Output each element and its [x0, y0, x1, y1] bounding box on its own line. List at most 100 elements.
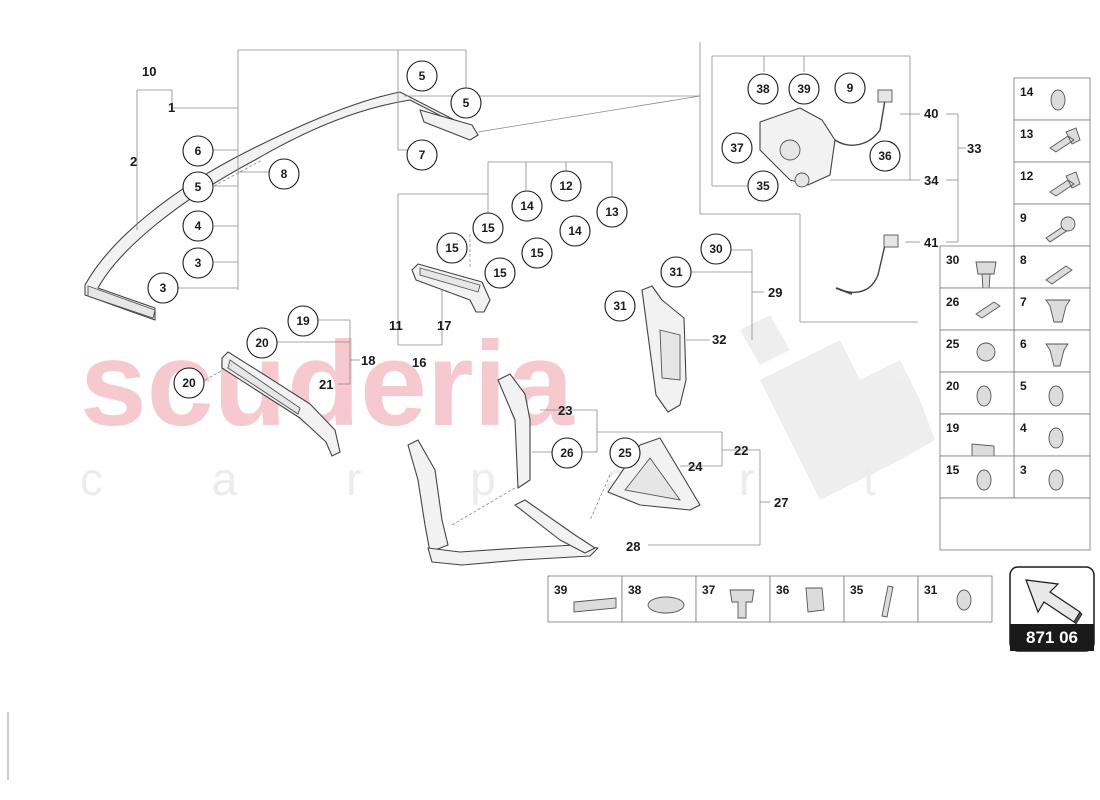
callout-31[interactable]: 31: [604, 290, 636, 322]
svg-text:8: 8: [1020, 253, 1027, 267]
svg-text:8: 8: [281, 167, 288, 181]
bolt-icon: [1045, 343, 1069, 367]
fastener-cell[interactable]: 38: [621, 575, 697, 623]
callout-6[interactable]: 6: [182, 135, 214, 167]
fastener-cell[interactable]: 14: [1013, 77, 1091, 121]
fastener-cell[interactable]: 9: [1013, 203, 1091, 247]
pin-icon: [729, 589, 755, 619]
svg-text:12: 12: [1020, 169, 1034, 183]
callout-20[interactable]: 20: [173, 367, 205, 399]
diagram-number-badge[interactable]: 871 06: [1009, 566, 1095, 652]
fastener-cell[interactable]: 13: [1013, 119, 1091, 163]
part-label-34: 34: [924, 173, 939, 188]
svg-text:19: 19: [296, 314, 310, 328]
svg-text:31: 31: [613, 299, 627, 313]
callout-4[interactable]: 4: [182, 210, 214, 242]
callout-36[interactable]: 36: [869, 140, 901, 172]
fastener-cell[interactable]: 39: [547, 575, 623, 623]
callout-5[interactable]: 5: [406, 60, 438, 92]
callout-15[interactable]: 15: [472, 212, 504, 244]
screw-icon: [975, 301, 1001, 319]
callout-30[interactable]: 30: [700, 233, 732, 265]
callout-31[interactable]: 31: [660, 256, 692, 288]
svg-text:31: 31: [924, 583, 938, 597]
motor-assembly-group: 40 33 34 41: [699, 55, 981, 323]
callout-8[interactable]: 8: [268, 158, 300, 190]
fastener-cell[interactable]: 7: [1013, 287, 1091, 331]
svg-text:36: 36: [776, 583, 790, 597]
callout-3[interactable]: 3: [182, 247, 214, 279]
callout-20[interactable]: 20: [246, 327, 278, 359]
frame-bottom-part: [427, 544, 599, 566]
rail-end-piece: [419, 109, 479, 141]
callout-9[interactable]: 9: [834, 72, 866, 104]
fastener-cell[interactable]: 26: [939, 287, 1015, 331]
callout-7[interactable]: 7: [406, 139, 438, 171]
callout-14[interactable]: 14: [559, 215, 591, 247]
callout-25[interactable]: 25: [609, 437, 641, 469]
callout-13[interactable]: 13: [596, 196, 628, 228]
fastener-cell[interactable]: 3: [1013, 455, 1091, 499]
callout-39[interactable]: 39: [788, 73, 820, 105]
fastener-cell[interactable]: 25: [939, 329, 1015, 373]
fastener-cell[interactable]: 36: [769, 575, 845, 623]
svg-text:35: 35: [756, 179, 770, 193]
callout-38[interactable]: 38: [747, 73, 779, 105]
fastener-cell[interactable]: 31: [917, 575, 993, 623]
part-label-21: 21: [319, 377, 333, 392]
callout-19[interactable]: 19: [287, 305, 319, 337]
fastener-cell[interactable]: 20: [939, 371, 1015, 415]
clip-icon: [1045, 299, 1071, 323]
svg-text:14: 14: [520, 199, 534, 213]
fastener-cell[interactable]: 15: [939, 455, 1015, 499]
part-label-17: 17: [437, 318, 451, 333]
svg-text:9: 9: [847, 81, 854, 95]
callout-37[interactable]: 37: [721, 132, 753, 164]
svg-text:13: 13: [1020, 127, 1034, 141]
part-label-11: 11: [389, 318, 403, 333]
svg-text:20: 20: [255, 336, 269, 350]
svg-text:13: 13: [605, 205, 619, 219]
svg-text:37: 37: [702, 583, 716, 597]
fastener-cell[interactable]: 30: [939, 245, 1015, 291]
svg-text:26: 26: [560, 446, 574, 460]
svg-text:5: 5: [463, 96, 470, 110]
callout-3[interactable]: 3: [147, 272, 179, 304]
fastener-cell[interactable]: 37: [695, 575, 771, 623]
fastener-cell[interactable]: 35: [843, 575, 919, 623]
part-label-41: 41: [924, 235, 938, 250]
checkered-flag: [740, 315, 935, 500]
part-label-18: 18: [361, 353, 375, 368]
svg-text:14: 14: [1020, 85, 1034, 99]
part-label-1: 1: [168, 100, 175, 115]
callout-26[interactable]: 26: [551, 437, 583, 469]
callout-5[interactable]: 5: [450, 87, 482, 119]
callout-12[interactable]: 12: [550, 170, 582, 202]
svg-text:14: 14: [568, 224, 582, 238]
nut-icon: [976, 342, 996, 362]
washer-icon: [956, 589, 972, 611]
callout-35[interactable]: 35: [747, 170, 779, 202]
vertical-channel-part: [497, 373, 531, 489]
fastener-cell[interactable]: 5: [1013, 371, 1091, 415]
callout-14[interactable]: 14: [511, 190, 543, 222]
callout-15[interactable]: 15: [436, 232, 468, 264]
screw-icon: [1049, 171, 1081, 197]
fastener-cell[interactable]: 4: [1013, 413, 1091, 457]
svg-text:39: 39: [554, 583, 568, 597]
part-label-24: 24: [688, 459, 703, 474]
frame-left-part: [407, 439, 449, 553]
svg-text:5: 5: [195, 180, 202, 194]
fastener-cell[interactable]: 6: [1013, 329, 1091, 373]
callout-15[interactable]: 15: [521, 237, 553, 269]
fastener-cell[interactable]: 8: [1013, 245, 1091, 289]
svg-text:4: 4: [1020, 421, 1027, 435]
callout-15[interactable]: 15: [484, 257, 516, 289]
callout-5[interactable]: 5: [182, 171, 214, 203]
svg-text:3: 3: [160, 281, 167, 295]
svg-text:4: 4: [195, 219, 202, 233]
part-label-40: 40: [924, 106, 938, 121]
fastener-cell[interactable]: 12: [1013, 161, 1091, 205]
part-label-27: 27: [774, 495, 788, 510]
svg-text:15: 15: [481, 221, 495, 235]
